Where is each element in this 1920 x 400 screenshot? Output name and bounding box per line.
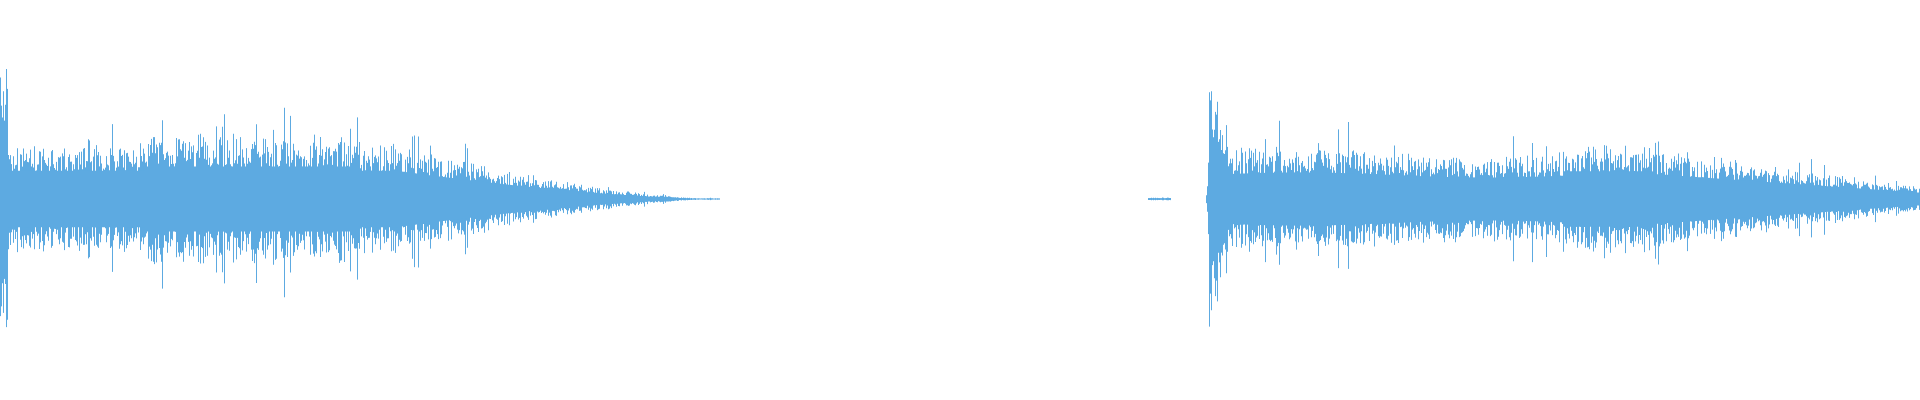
waveform-clip-1-core <box>0 132 720 266</box>
waveform-group <box>0 69 1920 328</box>
waveform-blip-core <box>1148 198 1171 200</box>
waveform-clip-2-core <box>1206 130 1920 268</box>
